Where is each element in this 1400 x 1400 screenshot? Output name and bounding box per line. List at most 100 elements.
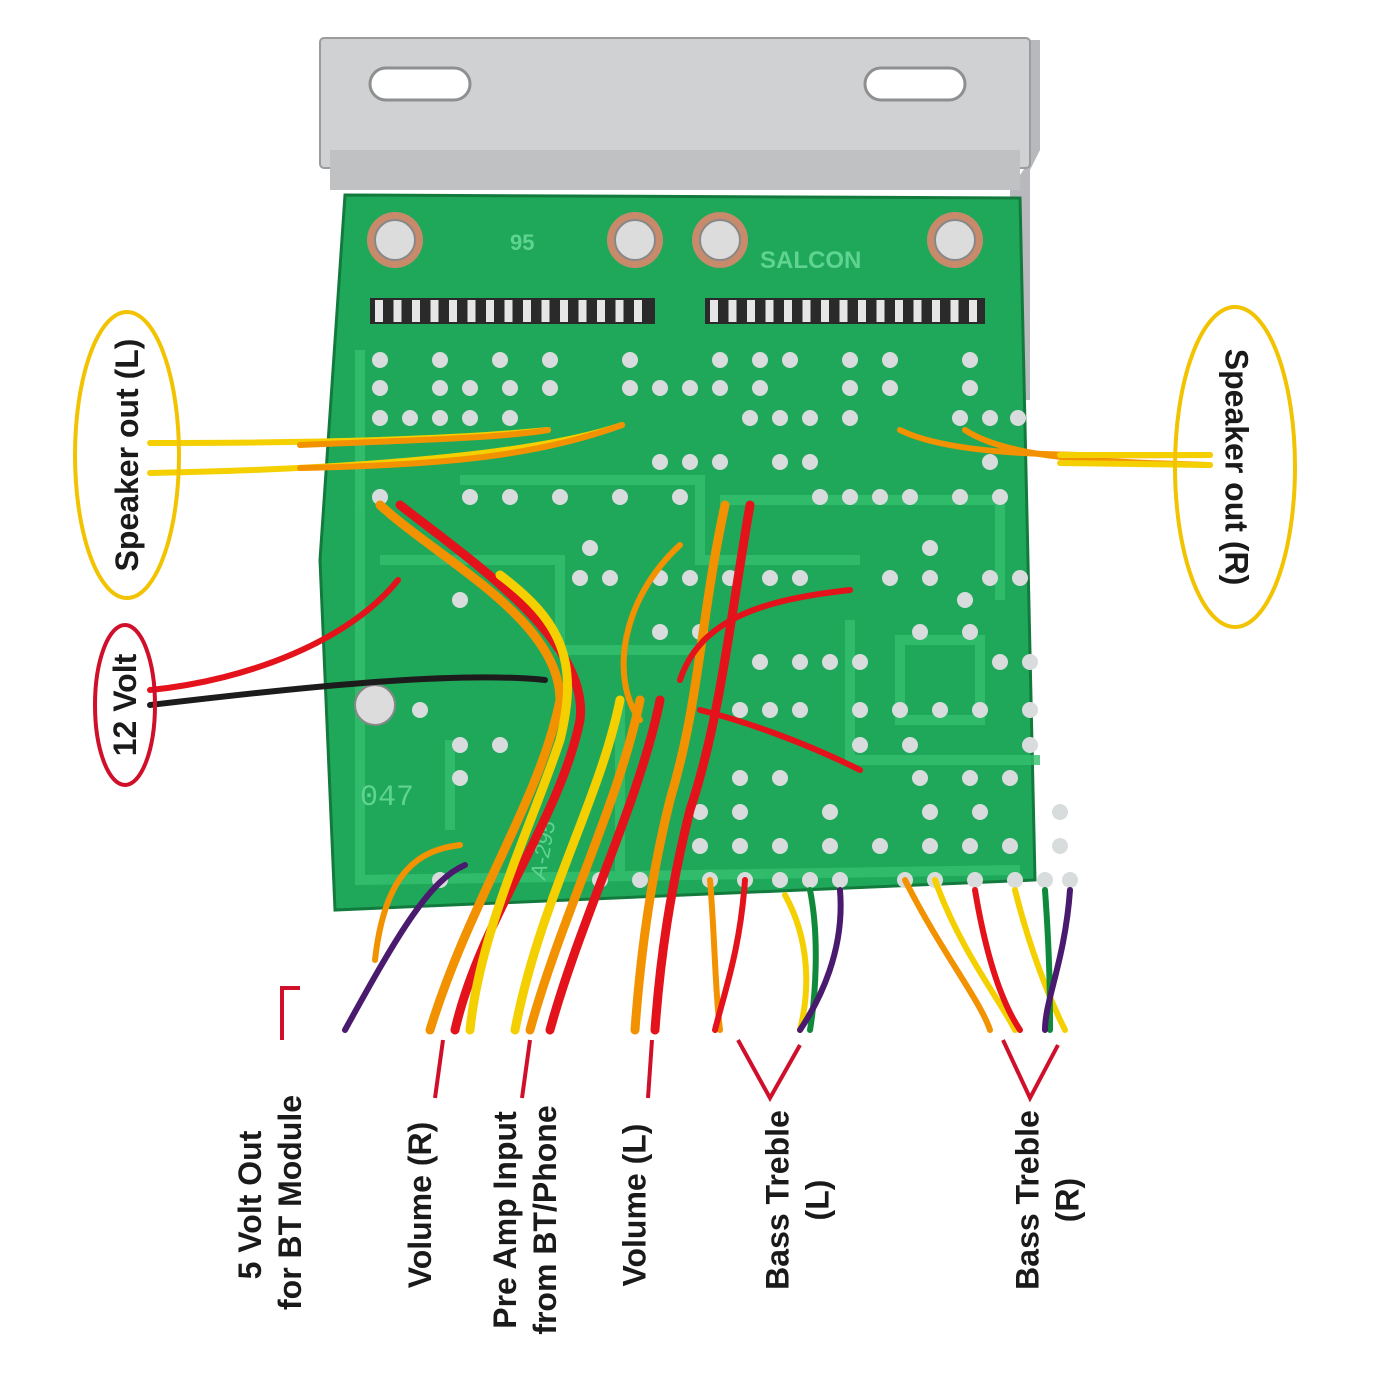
bracket-slot-right (863, 66, 967, 102)
ic-pin (728, 300, 737, 322)
solder-joint (792, 570, 808, 586)
leader-lines (280, 986, 1060, 1103)
bass-treble-left-label: Bass Treble (L) (758, 1098, 838, 1303)
solder-joint (732, 770, 748, 786)
power-callout-oval (93, 623, 157, 787)
solder-joint (1007, 872, 1023, 888)
silk-brand: SALCON (760, 247, 861, 274)
solder-joint (772, 770, 788, 786)
solder-joint (902, 489, 918, 505)
ic-pin (765, 300, 774, 322)
bt-power-orange (372, 842, 463, 963)
ic-pin (821, 300, 829, 322)
solder-joint (992, 489, 1008, 505)
solder-joint (932, 702, 948, 718)
solder-joint (1010, 410, 1026, 426)
metal-heatsink-bracket (319, 37, 1040, 400)
solder-joint (922, 540, 938, 556)
solder-joint (632, 872, 648, 888)
power-label: 12 Volt (107, 653, 143, 757)
bt-power-label-line1: 5 Volt Out (232, 1130, 268, 1280)
solder-joint (492, 352, 508, 368)
solder-joint (922, 804, 938, 820)
leader-volume-left (646, 1039, 654, 1099)
solder-joint (992, 654, 1008, 670)
solder-joint (832, 872, 848, 888)
leader-preamp (520, 1039, 532, 1099)
speaker-left-callout-oval (73, 310, 181, 600)
solder-joint (372, 352, 388, 368)
preamp-yellow (510, 695, 625, 1035)
solder-joint (412, 702, 428, 718)
power-red-wire (147, 577, 401, 693)
solder-joint (802, 454, 818, 470)
bt-power-purple (342, 862, 468, 1033)
solder-joint (712, 380, 728, 396)
solder-joint (822, 804, 838, 820)
solder-joint (952, 489, 968, 505)
solder-joint (452, 770, 468, 786)
solder-joint (962, 352, 978, 368)
leader-bass-treble-right (1001, 1039, 1060, 1103)
solder-joint (762, 702, 778, 718)
solder-joint (732, 702, 748, 718)
solder-joint (672, 489, 688, 505)
ic-pin (839, 300, 848, 322)
solder-joint (1062, 872, 1078, 888)
solder-joint (822, 838, 838, 854)
ic-pin (449, 300, 457, 322)
solder-joint (802, 872, 818, 888)
solder-joint (462, 380, 478, 396)
solder-joint (982, 570, 998, 586)
ic-pin (710, 300, 718, 322)
bt-power-label: 5 Volt Out for BT Module (230, 1095, 310, 1310)
wires (147, 422, 1213, 1035)
volume-left-orange (630, 500, 730, 1035)
ic-pin (560, 300, 568, 322)
ic-pin (375, 300, 383, 322)
solder-joint (962, 624, 978, 640)
ic-pin (858, 300, 866, 322)
leader-bass-treble-left (736, 1039, 802, 1103)
silk-code-top: 95 (510, 230, 534, 255)
ic-pin (950, 300, 959, 322)
solder-joint (852, 702, 868, 718)
solder-joint (882, 352, 898, 368)
speaker-right-label: Speaker out (R) (1218, 348, 1255, 586)
solder-joint (1022, 702, 1038, 718)
solder-joint (982, 410, 998, 426)
ic-pin (615, 300, 624, 322)
solder-joint (602, 570, 618, 586)
solder-joint (1022, 737, 1038, 753)
solder-joint (842, 489, 858, 505)
solder-joint (402, 410, 418, 426)
ic-pin (393, 300, 402, 322)
solder-joint (732, 804, 748, 820)
ic-pin (969, 300, 977, 322)
solder-joint (902, 737, 918, 753)
solder-joint (822, 654, 838, 670)
ic-pin (747, 300, 755, 322)
solder-joint (652, 624, 668, 640)
ic-pin (895, 300, 903, 322)
ic-pin (597, 300, 605, 322)
solder-joint (752, 380, 768, 396)
ic-pin (578, 300, 587, 322)
preamp-label: Pre Amp Input from BT/Phone (485, 1090, 565, 1350)
solder-joint (1002, 770, 1018, 786)
solder-joint (842, 352, 858, 368)
solder-joint (922, 570, 938, 586)
ic-pin (784, 300, 792, 322)
ic-pin (486, 300, 494, 322)
solder-joint (712, 454, 728, 470)
ic-pin (430, 300, 439, 322)
solder-joint (967, 872, 983, 888)
preamp-label-line2: from BT/Phone (527, 1105, 563, 1335)
solder-joint (552, 489, 568, 505)
solder-joint (732, 838, 748, 854)
leader-volume-right (433, 1039, 445, 1099)
solder-joint (792, 654, 808, 670)
solder-joint (842, 380, 858, 396)
solder-joint (1052, 804, 1068, 820)
solder-joint (842, 410, 858, 426)
